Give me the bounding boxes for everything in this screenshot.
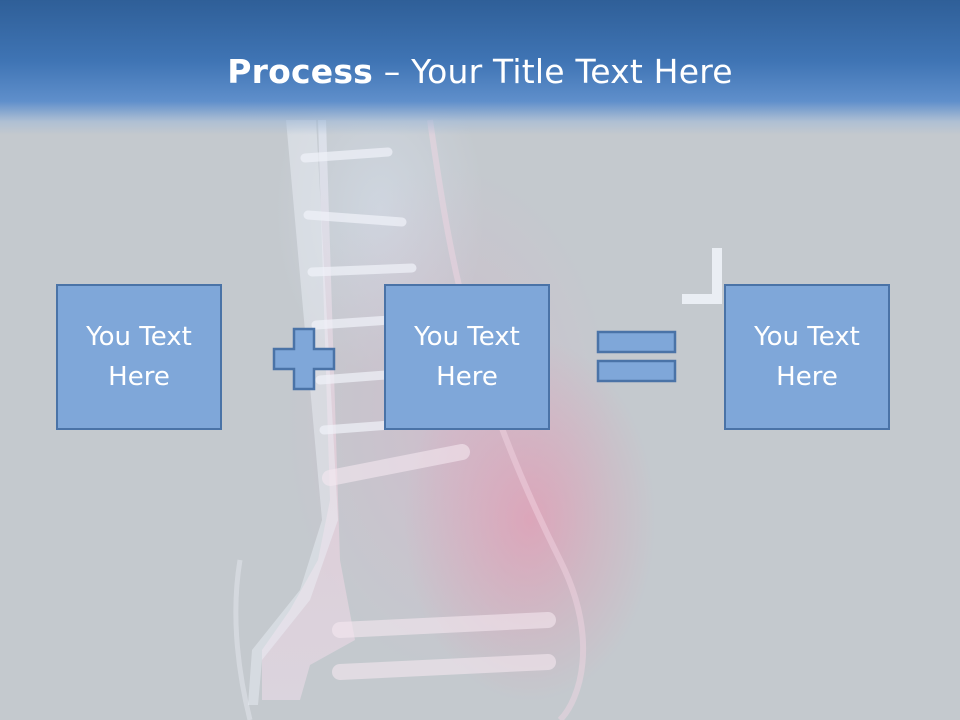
process-box-3-text: You Text Here [754,322,860,392]
title-rest: – Your Title Text Here [373,52,733,91]
process-box-3[interactable]: You Text Here [724,284,890,430]
equals-icon [596,330,677,383]
title-band [0,0,960,135]
slide-title: Process – Your Title Text Here [0,52,960,91]
process-box-2-text: You Text Here [414,322,520,392]
title-bold: Process [227,52,374,91]
process-box-1-text: You Text Here [86,322,192,392]
plus-icon [272,327,336,391]
process-box-2[interactable]: You Text Here [384,284,550,430]
process-box-1[interactable]: You Text Here [56,284,222,430]
